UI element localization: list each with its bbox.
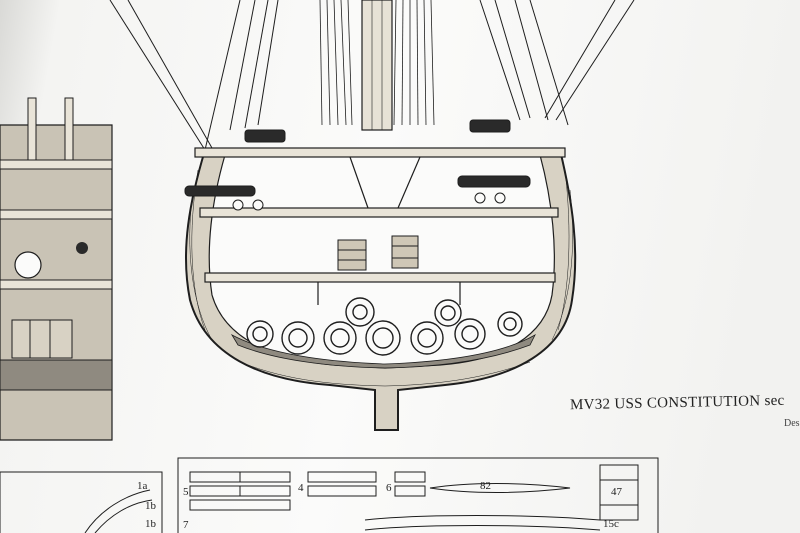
part-label: 5 — [183, 486, 189, 498]
parts-sheet — [0, 457, 659, 533]
deck-stanchions — [317, 156, 461, 305]
part-label: 6 — [386, 482, 392, 494]
ballast-stones — [230, 333, 536, 369]
hold-casks — [246, 297, 523, 356]
mast-shrouds — [319, 0, 435, 126]
part-label: 7 — [183, 519, 189, 531]
part-label: 15c — [603, 518, 619, 530]
side-elevation-partial — [0, 97, 113, 441]
part-label: 1b — [145, 500, 156, 512]
part-label: 1b — [145, 518, 156, 530]
cannons — [184, 119, 531, 211]
part-label: 4 — [298, 482, 304, 494]
drawing-subtitle: Des — [784, 418, 800, 429]
part-label: 1a — [137, 480, 148, 492]
decks — [194, 147, 566, 283]
part-label: 82 — [480, 480, 491, 492]
part-label: 47 — [611, 486, 622, 498]
rigging-lines — [109, 0, 635, 151]
barrels — [337, 235, 419, 271]
